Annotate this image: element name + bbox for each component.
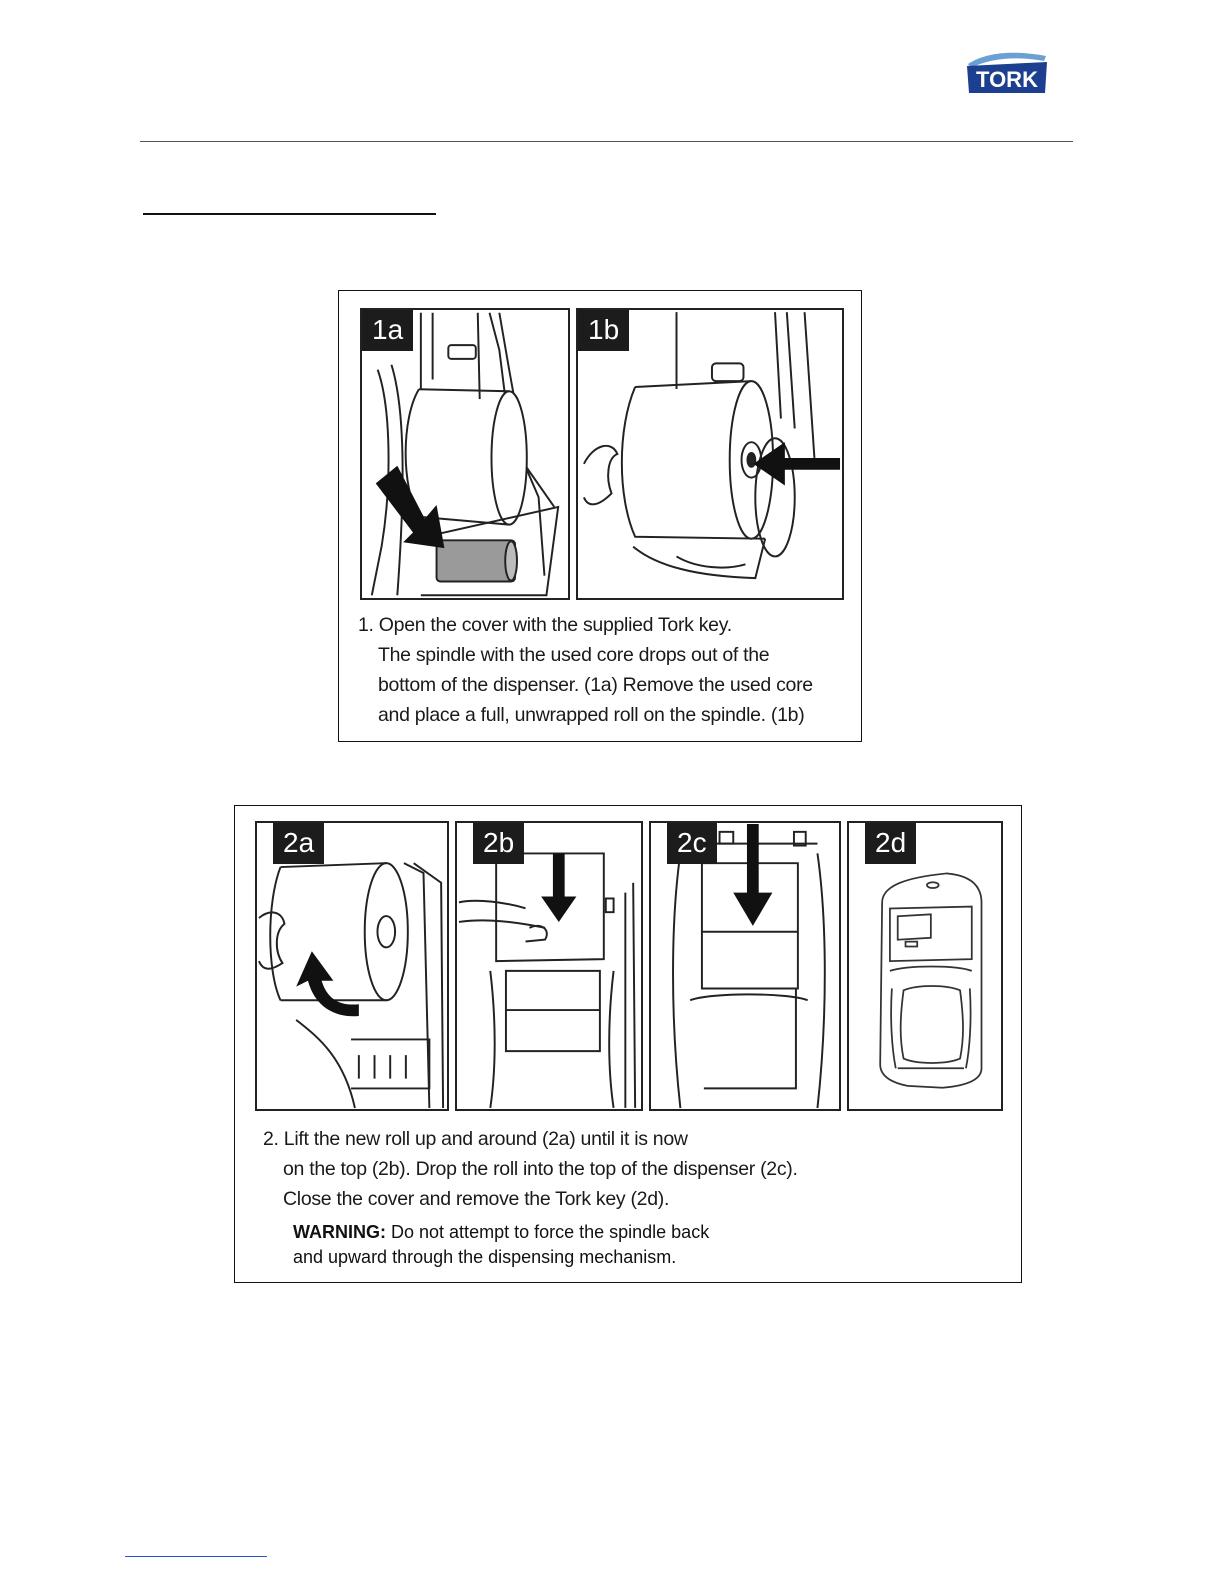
caption-line: Close the cover and remove the Tork key … <box>263 1184 798 1214</box>
caption-line: and place a full, unwrapped roll on the … <box>358 700 813 730</box>
caption-line: 2. Lift the new roll up and around (2a) … <box>263 1124 798 1154</box>
panel-2d-illustration <box>849 823 1001 1109</box>
panel-1b: 1b <box>576 308 844 600</box>
logo-wordmark: TORK <box>976 67 1038 92</box>
panel-2b-illustration <box>457 823 641 1109</box>
warning-label: WARNING: <box>293 1222 386 1242</box>
panel-1a-label: 1a <box>362 310 413 351</box>
panel-2a-illustration <box>257 823 447 1109</box>
header-rule <box>140 141 1073 142</box>
panel-2c-illustration <box>651 823 839 1109</box>
panel-1a-illustration <box>362 310 568 598</box>
panel-2d: 2d <box>847 821 1003 1111</box>
panel-2b: 2b <box>455 821 643 1111</box>
figure-2-box: 2a 2b <box>234 805 1022 1283</box>
panel-2d-label: 2d <box>865 823 916 864</box>
footer-link-underline <box>125 1556 267 1557</box>
panel-2a: 2a <box>255 821 449 1111</box>
tork-logo: TORK <box>964 50 1050 96</box>
panel-2a-label: 2a <box>273 823 324 864</box>
caption-line: The spindle with the used core drops out… <box>358 640 813 670</box>
figure-1-box: 1a 1b 1. Open the cover with the supplie… <box>338 290 862 742</box>
warning-text-line2: and upward through the dispensing mechan… <box>293 1245 709 1270</box>
panel-2c: 2c <box>649 821 841 1111</box>
panel-1a: 1a <box>360 308 570 600</box>
warning-note: WARNING: Do not attempt to force the spi… <box>293 1220 709 1270</box>
figure-1-caption: 1. Open the cover with the supplied Tork… <box>358 610 813 730</box>
figure-2-caption: 2. Lift the new roll up and around (2a) … <box>263 1124 798 1214</box>
caption-line: bottom of the dispenser. (1a) Remove the… <box>358 670 813 700</box>
panel-2b-label: 2b <box>473 823 524 864</box>
caption-line: 1. Open the cover with the supplied Tork… <box>358 610 813 640</box>
panel-2c-label: 2c <box>667 823 717 864</box>
panel-1b-label: 1b <box>578 310 629 351</box>
warning-text-line1: Do not attempt to force the spindle back <box>391 1222 709 1242</box>
panel-1b-illustration <box>578 310 842 598</box>
caption-line: on the top (2b). Drop the roll into the … <box>263 1154 798 1184</box>
section-title-underline <box>143 213 436 215</box>
